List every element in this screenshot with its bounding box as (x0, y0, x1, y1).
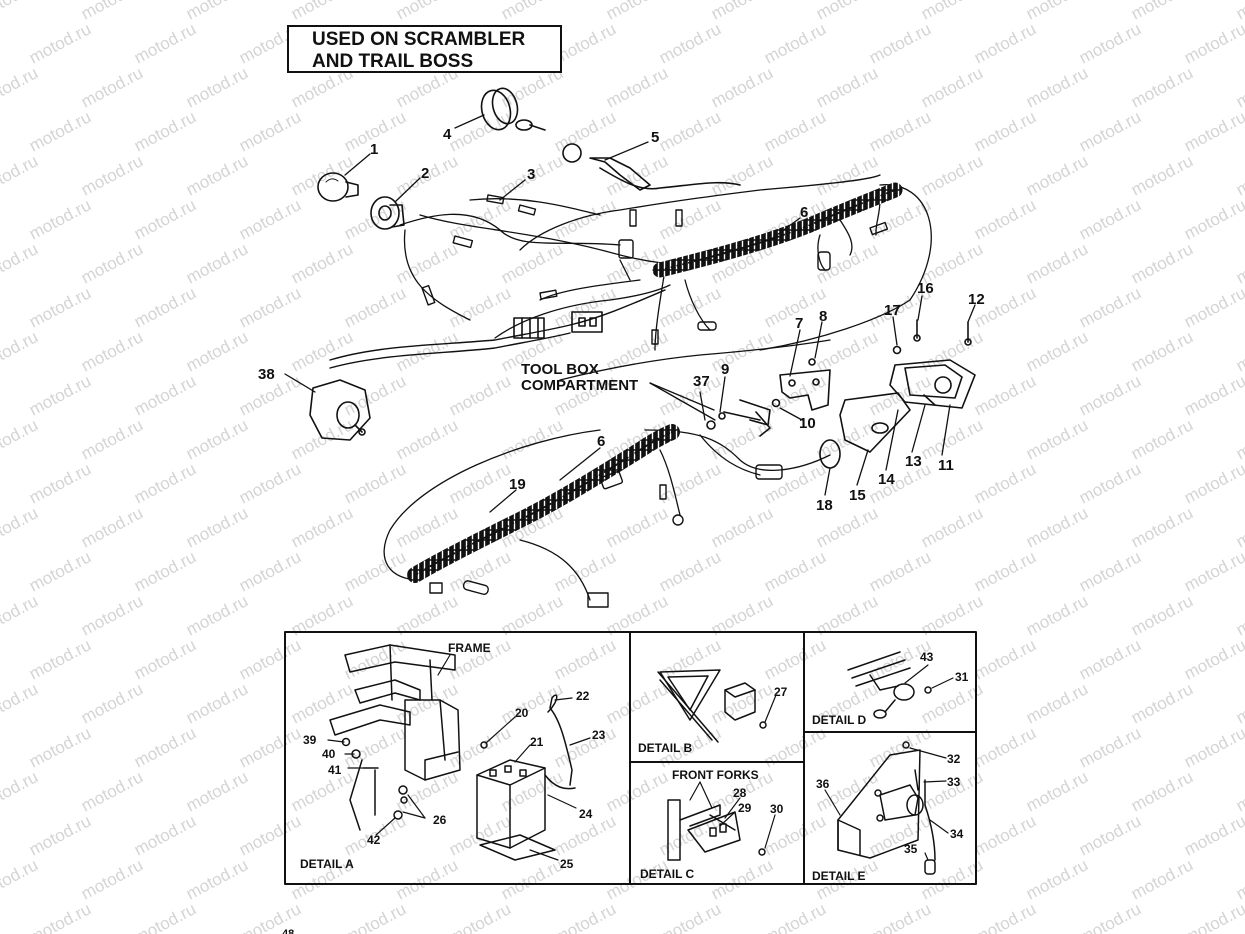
callout-14: 14 (878, 471, 895, 488)
applicability-line-2: AND TRAIL BOSS (312, 51, 474, 72)
tail-light (819, 319, 976, 469)
detail-a-num-41: 41 (328, 763, 342, 777)
detail-c-art (667, 781, 776, 861)
detail-c-num-29: 29 (738, 801, 752, 815)
callout-6-lower: 6 (597, 433, 605, 450)
detail-a-num-42: 42 (367, 833, 381, 847)
detail-a-num-26: 26 (433, 813, 447, 827)
headlight-bulb (317, 172, 359, 202)
loom-upper-outline (659, 189, 896, 271)
detail-a-num-22: 22 (576, 689, 590, 703)
callout-8: 8 (819, 308, 827, 325)
detail-e-title: DETAIL E (812, 869, 866, 883)
leader-lines (284, 114, 976, 513)
detail-a-frame-label: FRAME (448, 641, 491, 655)
callout-6-upper: 6 (800, 204, 808, 221)
callout-12: 12 (968, 291, 985, 308)
detail-a-num-20: 20 (515, 706, 529, 720)
callout-2: 2 (421, 165, 429, 182)
callout-10: 10 (799, 415, 816, 432)
callout-5: 5 (651, 129, 659, 146)
connectors (421, 194, 889, 608)
callout-13: 13 (905, 453, 922, 470)
detail-a-leaders (327, 654, 591, 861)
detail-d-art (847, 651, 954, 719)
toolbox-label-line-2: COMPARTMENT (521, 377, 638, 394)
callout-38: 38 (258, 366, 275, 383)
wiring-thin (383, 174, 932, 601)
detail-a-num-23: 23 (592, 728, 606, 742)
detail-a-num-25: 25 (560, 857, 574, 871)
bulb-socket (370, 196, 405, 230)
detail-d-num-43: 43 (920, 650, 934, 664)
detail-e-num-32: 32 (947, 752, 961, 766)
detail-b-title: DETAIL B (638, 741, 693, 755)
callout-4: 4 (443, 126, 452, 143)
ignition-switch (309, 379, 371, 441)
callout-11: 11 (938, 457, 954, 474)
detail-d-title: DETAIL D (812, 713, 867, 727)
callout-3: 3 (527, 166, 535, 183)
callout-15: 15 (849, 487, 866, 504)
loom-lower-outline (414, 431, 673, 576)
detail-c-forks-label: FRONT FORKS (672, 768, 759, 782)
detail-a-art (329, 644, 576, 861)
callout-18: 18 (816, 497, 833, 514)
callout-1: 1 (370, 141, 378, 158)
callout-17: 17 (884, 302, 901, 319)
detail-d-num-31: 31 (955, 670, 969, 684)
callout-37: 37 (693, 373, 710, 390)
detail-a-num-40: 40 (322, 747, 336, 761)
callout-7: 7 (795, 315, 803, 332)
detail-e-num-34: 34 (950, 827, 964, 841)
detail-b-art (657, 669, 777, 743)
small-fasteners (706, 411, 771, 437)
mounting-bracket (739, 358, 831, 426)
detail-e-num-33: 33 (947, 775, 961, 789)
bezel-and-cable (480, 87, 741, 191)
detail-a-num-39: 39 (303, 733, 317, 747)
detail-c-num-30: 30 (770, 802, 784, 816)
applicability-box: USED ON SCRAMBLER AND TRAIL BOSS (287, 25, 562, 73)
detail-a-num-21: 21 (530, 735, 544, 749)
applicability-line-1: USED ON SCRAMBLER (312, 29, 526, 50)
detail-e-num-36: 36 (816, 777, 830, 791)
detail-c-title: DETAIL C (640, 867, 695, 881)
detail-a-title: DETAIL A (300, 857, 354, 871)
detail-c-num-28: 28 (733, 786, 747, 800)
detail-b-num-27: 27 (774, 685, 788, 699)
page-number: 48 (282, 928, 294, 934)
detail-e-art (824, 741, 949, 875)
detail-e-num-35: 35 (904, 842, 918, 856)
callout-9: 9 (721, 361, 729, 378)
callout-16: 16 (917, 280, 934, 297)
toolbox-label-line-1: TOOL BOX (521, 361, 599, 378)
detail-e-frame (803, 731, 977, 885)
multi-pin-plugs (513, 311, 603, 339)
callout-19: 19 (509, 476, 526, 493)
detail-a-num-24: 24 (579, 807, 593, 821)
